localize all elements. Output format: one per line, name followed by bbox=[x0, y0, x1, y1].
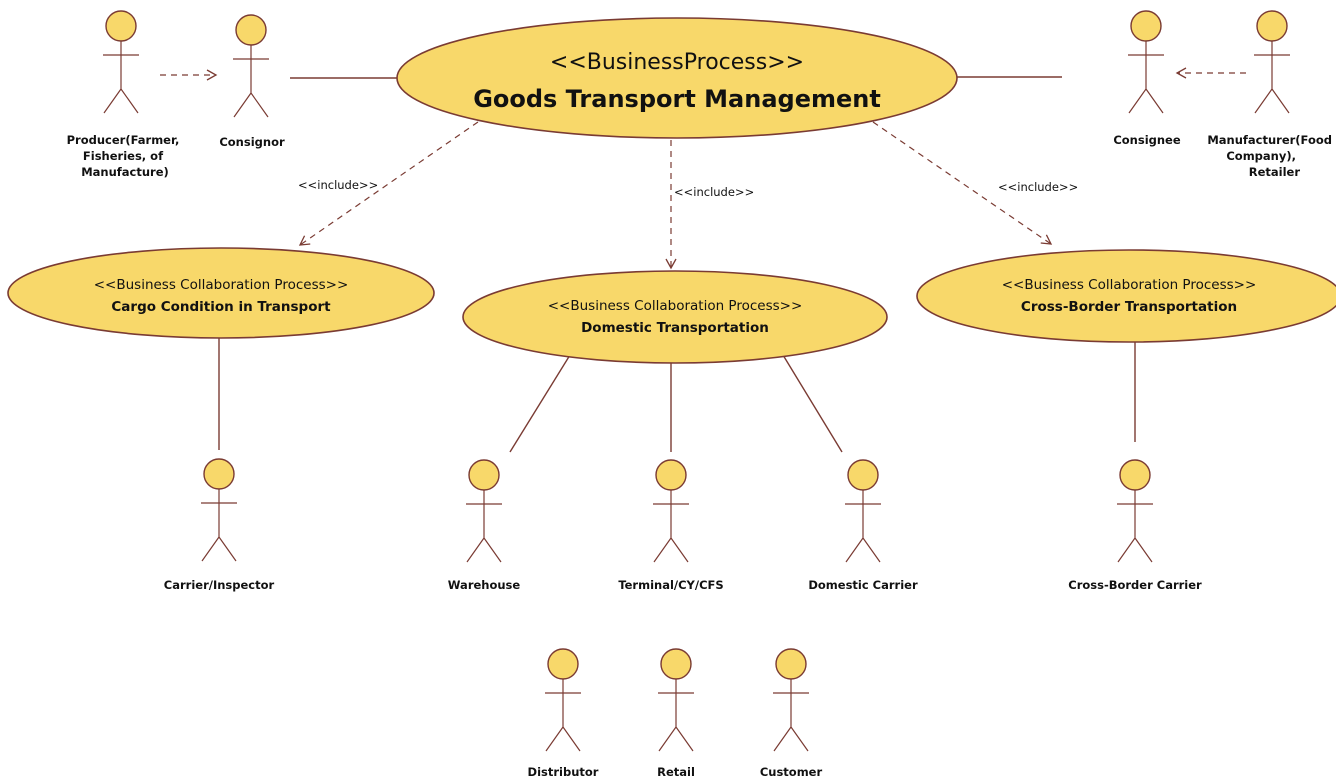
manufacturer-label: Manufacturer(Food Company), Retailer bbox=[1207, 133, 1336, 179]
actor-domestic-carrier[interactable] bbox=[845, 459, 881, 563]
carrier-inspector-label: Carrier/Inspector bbox=[164, 578, 275, 592]
actor-body bbox=[466, 490, 502, 563]
actor-body bbox=[653, 490, 689, 563]
actor-retail[interactable] bbox=[658, 648, 694, 752]
producer-label: Producer(Farmer, Fisheries, of Manufactu… bbox=[67, 133, 184, 179]
actor-head bbox=[547, 648, 579, 680]
customer-label: Customer bbox=[760, 765, 823, 779]
cargo-condition-stereotype: <<Business Collaboration Process>> bbox=[94, 277, 349, 293]
actor-body bbox=[1128, 41, 1164, 114]
actor-customer[interactable] bbox=[773, 648, 809, 752]
actor-distributor[interactable] bbox=[545, 648, 581, 752]
actor-consignee[interactable] bbox=[1128, 10, 1164, 114]
actor-body bbox=[103, 41, 139, 114]
actor-body bbox=[201, 489, 237, 562]
actor-consignor[interactable] bbox=[233, 14, 269, 118]
connectors bbox=[160, 67, 1246, 453]
domestic-transportation-stereotype: <<Business Collaboration Process>> bbox=[548, 298, 803, 314]
actor-head bbox=[847, 459, 879, 491]
actor-head bbox=[105, 10, 137, 42]
main-process-usecase[interactable]: <<BusinessProcess>> Goods Transport Mana… bbox=[396, 17, 958, 139]
actor-head bbox=[235, 14, 267, 46]
actor-head bbox=[775, 648, 807, 680]
usecase-cargo-condition[interactable]: <<Business Collaboration Process>> Cargo… bbox=[7, 247, 435, 339]
cross-border-transportation-stereotype: <<Business Collaboration Process>> bbox=[1002, 277, 1257, 293]
actor-carrier-inspector[interactable] bbox=[201, 458, 237, 562]
retail-label: Retail bbox=[657, 765, 695, 779]
actor-warehouse[interactable] bbox=[466, 459, 502, 563]
actor-body bbox=[1117, 490, 1153, 563]
actor-head bbox=[468, 459, 500, 491]
actor-body bbox=[233, 45, 269, 118]
actor-body bbox=[658, 679, 694, 752]
actor-labels: Producer(Farmer, Fisheries, of Manufactu… bbox=[67, 133, 1336, 779]
actor-head bbox=[203, 458, 235, 490]
actor-body bbox=[773, 679, 809, 752]
actor-cross-border-carrier[interactable] bbox=[1117, 459, 1153, 563]
actor-body bbox=[1254, 41, 1290, 114]
main-process-name: Goods Transport Management bbox=[473, 85, 881, 113]
actor-head bbox=[1119, 459, 1151, 491]
consignee-label: Consignee bbox=[1113, 133, 1181, 147]
actor-body bbox=[545, 679, 581, 752]
cargo-condition-name: Cargo Condition in Transport bbox=[111, 299, 331, 315]
include-label-cross-border: <<include>> bbox=[998, 180, 1078, 194]
distributor-label: Distributor bbox=[528, 765, 599, 779]
usecase-domestic-transportation[interactable]: <<Business Collaboration Process>> Domes… bbox=[462, 270, 888, 364]
cross-border-transportation-name: Cross-Border Transportation bbox=[1021, 299, 1237, 315]
usecase-cross-border-transportation[interactable]: <<Business Collaboration Process>> Cross… bbox=[916, 249, 1336, 343]
domestic-carrier-label: Domestic Carrier bbox=[808, 578, 918, 592]
actor-head bbox=[1256, 10, 1288, 42]
actor-body bbox=[845, 490, 881, 563]
actors bbox=[103, 10, 1290, 752]
actor-head bbox=[660, 648, 692, 680]
cross-border-carrier-label: Cross-Border Carrier bbox=[1068, 578, 1202, 592]
warehouse-association bbox=[509, 354, 571, 453]
consignor-label: Consignor bbox=[219, 135, 285, 149]
warehouse-label: Warehouse bbox=[448, 578, 521, 592]
include-arrow-cross-border bbox=[872, 121, 1053, 245]
actor-head bbox=[1130, 10, 1162, 42]
include-label-cargo: <<include>> bbox=[298, 178, 378, 192]
domestic-transportation-name: Domestic Transportation bbox=[581, 320, 769, 336]
main-process-stereotype: <<BusinessProcess>> bbox=[550, 50, 804, 75]
terminal-label: Terminal/CY/CFS bbox=[618, 578, 723, 592]
include-arrow-cargo bbox=[298, 121, 479, 246]
actor-manufacturer[interactable] bbox=[1254, 10, 1290, 114]
domestic-carrier-association bbox=[782, 354, 843, 453]
actor-producer[interactable] bbox=[103, 10, 139, 114]
actor-head bbox=[655, 459, 687, 491]
include-label-domestic: <<include>> bbox=[674, 185, 754, 199]
actor-terminal[interactable] bbox=[653, 459, 689, 563]
